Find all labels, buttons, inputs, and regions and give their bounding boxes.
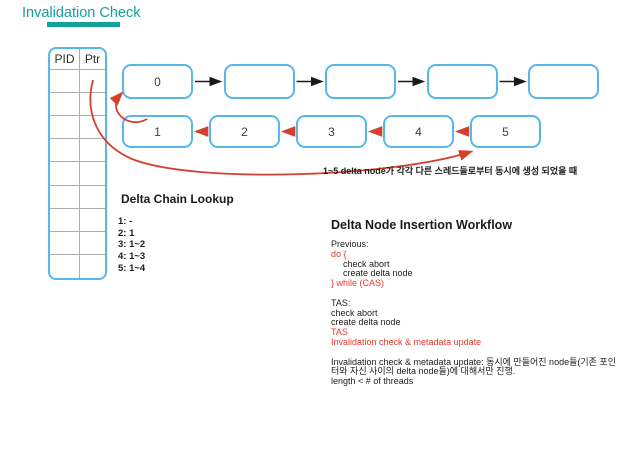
- workflow-heading: Delta Node Insertion Workflow: [331, 218, 513, 232]
- lookup-list: 1: - 2: 1 3: 1~2 4: 1~3 5: 1~4: [118, 216, 145, 275]
- delta-node-3: 3: [296, 115, 367, 148]
- table-row-cell: [50, 185, 80, 209]
- lookup-item-3: 3: 1~2: [118, 239, 146, 251]
- pid-table: PID Ptr: [48, 47, 107, 280]
- table-row-cell: [80, 232, 105, 255]
- lookup-item-5: 5: 1~4: [118, 262, 146, 274]
- table-row-cell: [50, 139, 80, 163]
- workflow-line: Invalidation check & metadata update: [331, 336, 482, 347]
- delta-node-4: 4: [383, 115, 454, 148]
- delta-node-5: 5: [470, 115, 541, 148]
- base-node-0: 0: [122, 64, 193, 99]
- workflow-line: } while (CAS): [331, 278, 385, 289]
- workflow-line: TAS:: [331, 297, 351, 308]
- table-row-cell: [50, 162, 80, 186]
- workflow-line: do {: [331, 248, 347, 259]
- page-title: Invalidation Check: [22, 5, 141, 21]
- workflow-line: length < # of threads: [331, 376, 414, 387]
- table-row-cell: [50, 254, 80, 278]
- workflow-line: create delta node: [331, 317, 401, 328]
- lookup-item-1: 1: -: [118, 216, 133, 227]
- table-row-cell: [80, 139, 105, 163]
- workflow-line-blank: [331, 289, 631, 299]
- table-row-cell: [80, 93, 105, 117]
- workflow-line: Invalidation check & metadata update: 동시…: [331, 356, 616, 367]
- table-row-cell: [50, 93, 80, 117]
- table-row-cell: [50, 116, 80, 140]
- pid-table-header-ptr: Ptr: [80, 49, 105, 70]
- workflow-line: check abort: [343, 258, 390, 269]
- workflow-body: Previous: do { check abort create delta …: [331, 239, 631, 387]
- lookup-item-2: 2: 1: [118, 227, 135, 239]
- base-node-3: [426, 64, 498, 99]
- workflow-line: 터와 자신 사이의 delta node들)에 대해서만 진행.: [331, 366, 516, 377]
- workflow-line: Previous:: [331, 239, 369, 249]
- table-row-cell: [50, 208, 80, 232]
- workflow-line: check abort: [331, 307, 378, 318]
- table-row-cell: [80, 162, 105, 186]
- title-underline: [47, 22, 120, 27]
- base-node-1: [223, 64, 295, 99]
- table-row-cell: [80, 70, 105, 94]
- table-row-cell: [80, 209, 105, 232]
- lookup-item-4: 4: 1~3: [118, 251, 146, 263]
- workflow-line: create delta node: [343, 268, 413, 279]
- base-node-2: [325, 64, 396, 99]
- table-row-cell: [80, 116, 105, 140]
- workflow-line: TAS: [331, 327, 348, 338]
- table-row-cell: [50, 70, 80, 94]
- base-node-4: [528, 64, 599, 99]
- delta-node-1: 1: [122, 115, 193, 148]
- delta-node-2: 2: [209, 115, 280, 148]
- table-row-cell: [80, 186, 105, 209]
- pid-table-header-pid: PID: [50, 49, 80, 70]
- table-row-cell: [80, 255, 105, 278]
- diagram-caption: 1~5 delta node가 각각 다른 스레드들로부터 동시에 생성 되었을…: [323, 166, 578, 176]
- table-row-cell: [50, 231, 80, 255]
- lookup-heading: Delta Chain Lookup: [121, 192, 234, 206]
